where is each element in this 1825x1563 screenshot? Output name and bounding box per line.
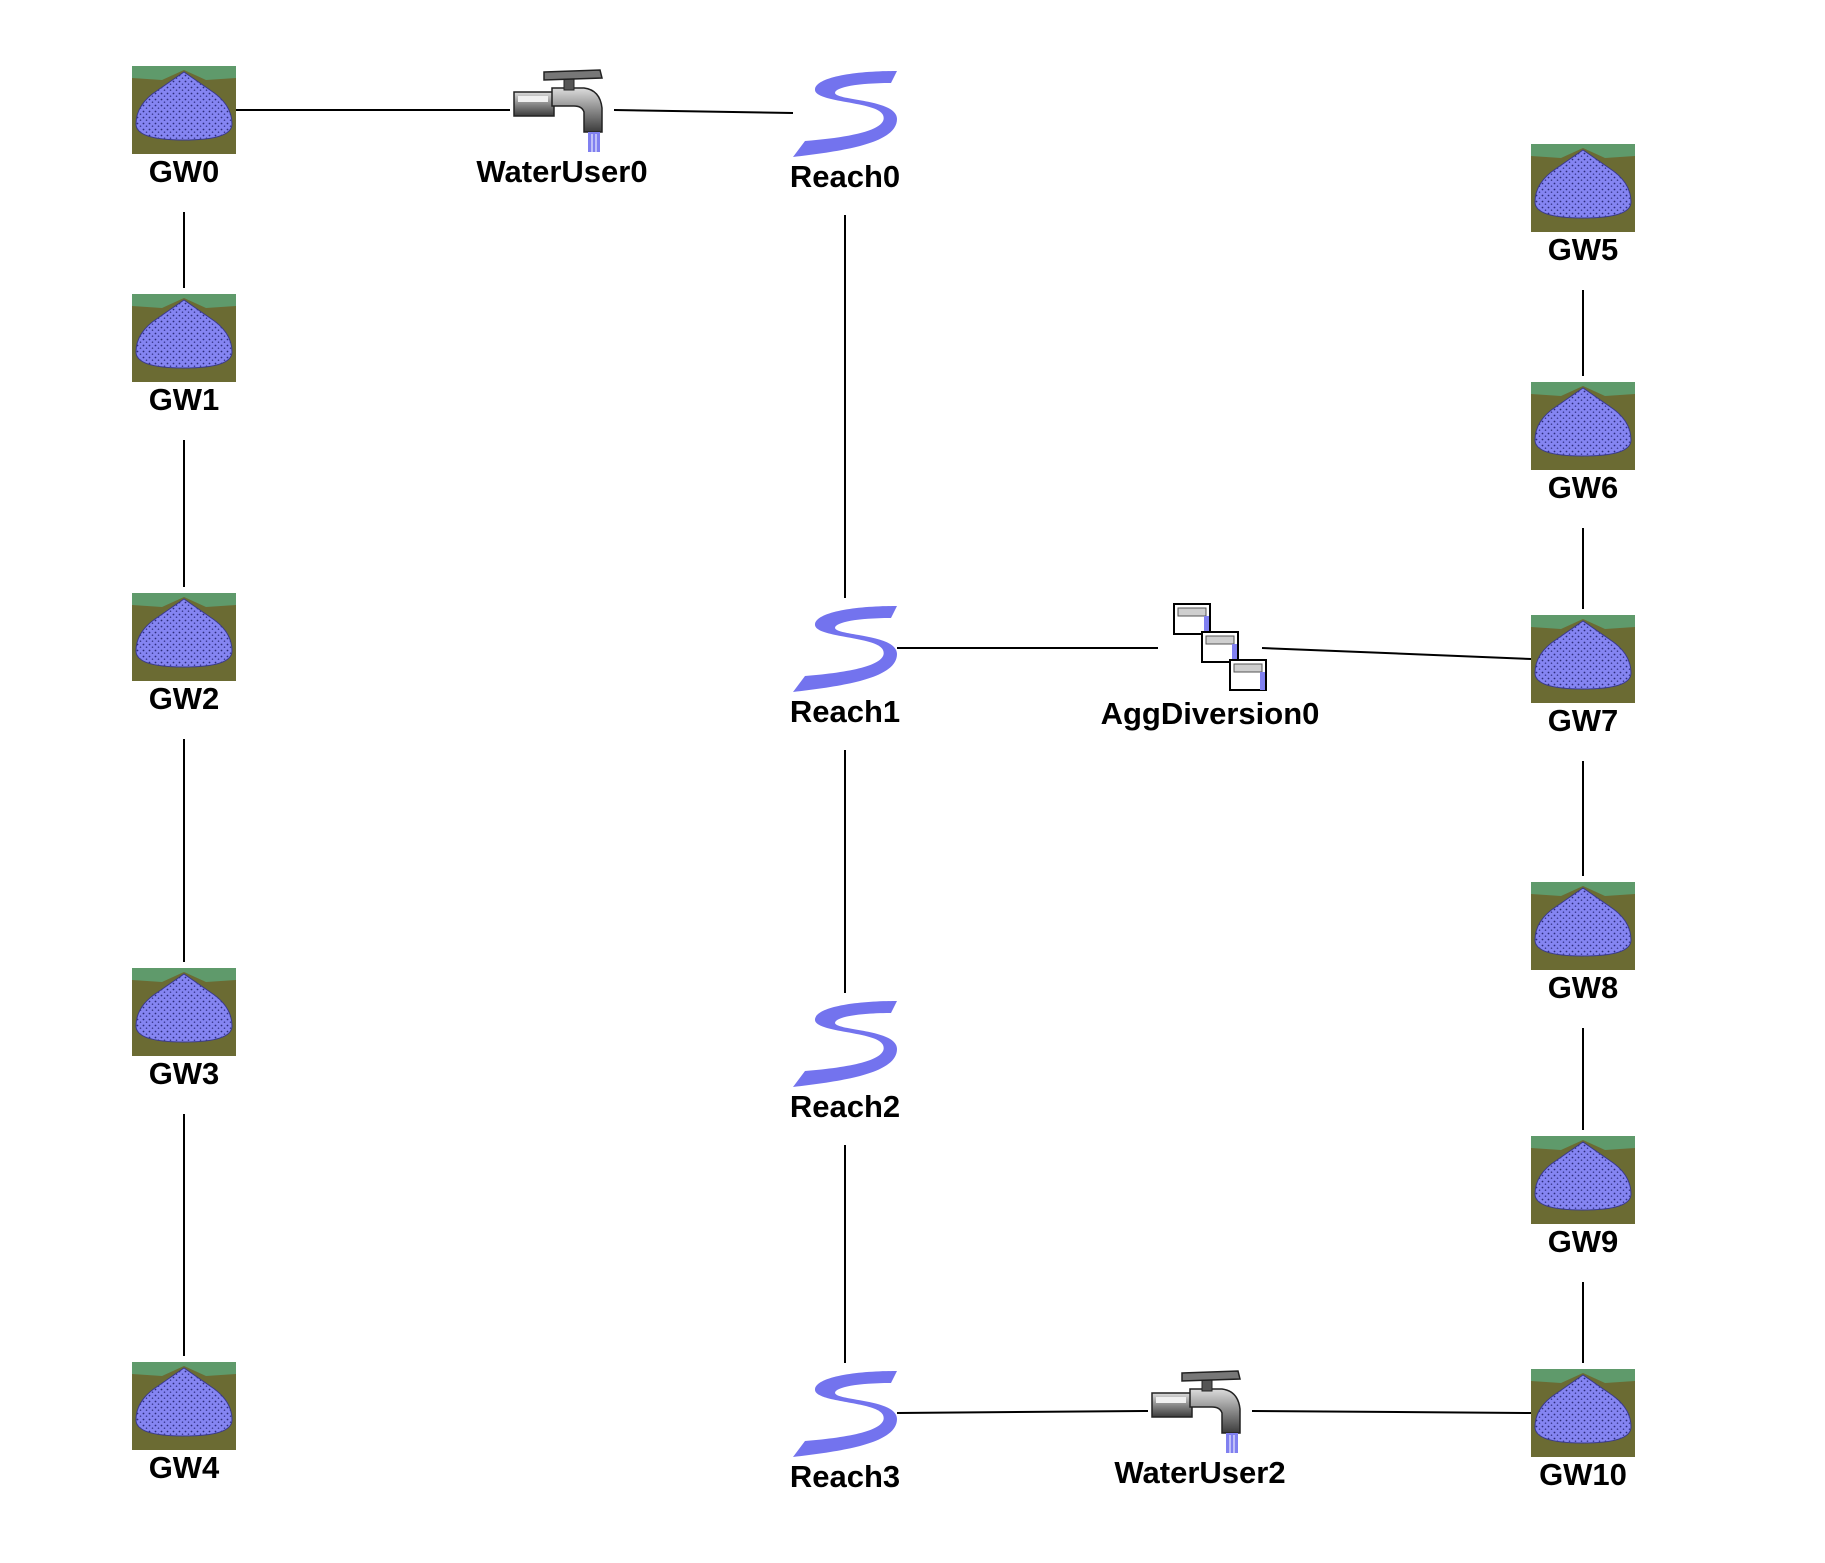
node-label: GW2 (149, 681, 220, 716)
reach-icon[interactable] (793, 71, 897, 157)
node-label: Reach0 (790, 159, 900, 194)
water-user-icon[interactable] (1151, 1370, 1241, 1453)
node-label: GW10 (1539, 1457, 1627, 1492)
node-label: GW0 (149, 154, 220, 189)
node-gw4[interactable]: GW4 (132, 1362, 236, 1485)
node-gw7[interactable]: GW7 (1531, 615, 1635, 738)
groundwater-icon[interactable] (132, 66, 236, 154)
node-gw5[interactable]: GW5 (1531, 144, 1635, 267)
node-gw9[interactable]: GW9 (1531, 1136, 1635, 1259)
node-gw8[interactable]: GW8 (1531, 882, 1635, 1005)
groundwater-icon[interactable] (132, 1362, 236, 1450)
node-label: GW9 (1548, 1224, 1619, 1259)
groundwater-icon[interactable] (1531, 382, 1635, 470)
node-label: AggDiversion0 (1101, 696, 1320, 731)
node-reach0[interactable]: Reach0 (790, 71, 900, 194)
node-wateruser0[interactable]: WaterUser0 (476, 69, 648, 189)
node-label: WaterUser2 (1114, 1455, 1285, 1490)
edge-AggDiversion0-GW7 (1261, 647, 1532, 660)
reach-icon[interactable] (793, 1001, 897, 1087)
node-reach3[interactable]: Reach3 (790, 1371, 900, 1494)
edge-WaterUser2-GW10 (1251, 1410, 1532, 1414)
groundwater-icon[interactable] (1531, 1136, 1635, 1224)
node-label: GW6 (1548, 470, 1619, 505)
connection-lines (183, 109, 1584, 1414)
node-gw1[interactable]: GW1 (132, 294, 236, 417)
agg-diversion-icon[interactable] (1173, 603, 1267, 691)
groundwater-icon[interactable] (132, 593, 236, 681)
node-label: GW8 (1548, 970, 1619, 1005)
edge-WaterUser0-Reach0 (613, 109, 794, 114)
node-aggdiversion0[interactable]: AggDiversion0 (1101, 603, 1320, 731)
node-gw6[interactable]: GW6 (1531, 382, 1635, 505)
node-label: GW1 (149, 382, 220, 417)
node-gw3[interactable]: GW3 (132, 968, 236, 1091)
groundwater-icon[interactable] (132, 968, 236, 1056)
node-label: WaterUser0 (476, 154, 647, 189)
node-reach1[interactable]: Reach1 (790, 606, 900, 729)
node-label: GW4 (149, 1450, 220, 1485)
node-label: Reach3 (790, 1459, 900, 1494)
groundwater-icon[interactable] (1531, 615, 1635, 703)
node-label: Reach2 (790, 1089, 900, 1124)
node-reach2[interactable]: Reach2 (790, 1001, 900, 1124)
node-gw0[interactable]: GW0 (132, 66, 236, 189)
groundwater-icon[interactable] (132, 294, 236, 382)
water-user-icon[interactable] (513, 69, 603, 152)
node-label: GW7 (1548, 703, 1619, 738)
reach-icon[interactable] (793, 606, 897, 692)
node-label: GW3 (149, 1056, 220, 1091)
node-label: Reach1 (790, 694, 900, 729)
node-gw2[interactable]: GW2 (132, 593, 236, 716)
groundwater-icon[interactable] (1531, 1369, 1635, 1457)
node-wateruser2[interactable]: WaterUser2 (1114, 1370, 1286, 1490)
node-gw10[interactable]: GW10 (1531, 1369, 1635, 1492)
edge-Reach3-WaterUser2 (896, 1410, 1149, 1414)
groundwater-icon[interactable] (1531, 144, 1635, 232)
node-label: GW5 (1548, 232, 1619, 267)
reach-icon[interactable] (793, 1371, 897, 1457)
groundwater-icon[interactable] (1531, 882, 1635, 970)
